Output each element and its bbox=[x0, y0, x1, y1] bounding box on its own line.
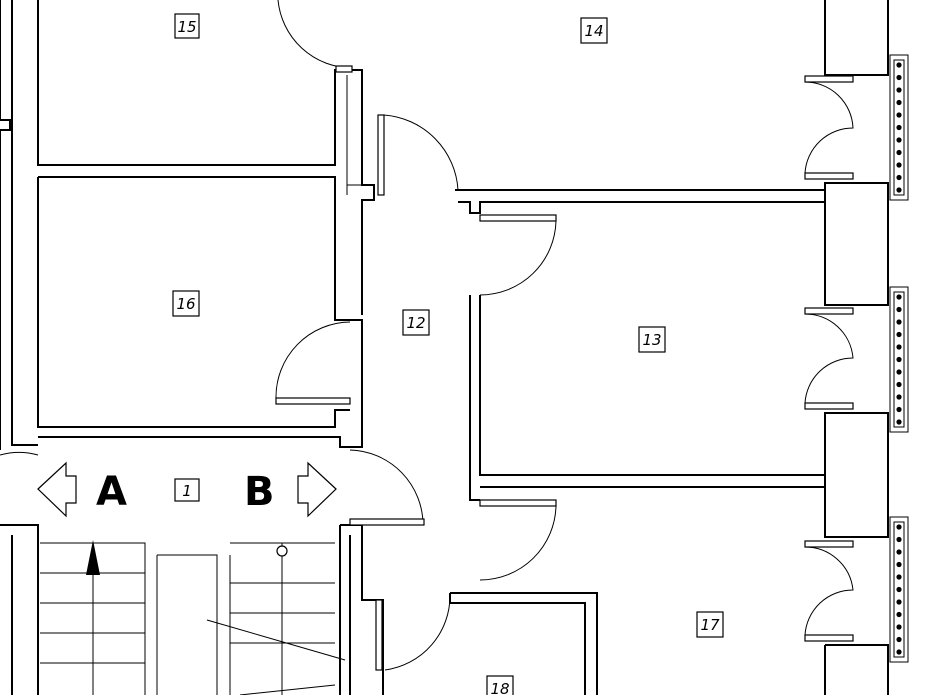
door-1 bbox=[349, 449, 425, 526]
radiator-dot bbox=[896, 574, 902, 580]
room-16-number: 16 bbox=[176, 295, 195, 313]
radiator-dot bbox=[896, 561, 902, 568]
stairwell bbox=[40, 540, 346, 695]
radiator-dot bbox=[896, 524, 902, 530]
radiator-dot bbox=[896, 536, 902, 543]
room-label-13: 13 bbox=[638, 326, 666, 353]
room-16-walls bbox=[37, 177, 363, 448]
balcony-doors-room-13 bbox=[804, 307, 854, 410]
radiator-dot bbox=[896, 356, 902, 363]
radiator-dot bbox=[896, 331, 902, 338]
radiator-1 bbox=[889, 54, 909, 201]
room-18-number: 18 bbox=[490, 680, 509, 695]
radiator-dot bbox=[896, 294, 902, 300]
balcony-doors-room-17 bbox=[804, 540, 854, 642]
door-left-hall bbox=[0, 451, 39, 456]
radiator-dot bbox=[896, 419, 902, 425]
room-13-number: 13 bbox=[642, 331, 661, 349]
radiator-dot bbox=[896, 174, 902, 181]
corridor-west-wall bbox=[346, 69, 375, 400]
door-15 bbox=[277, 0, 353, 73]
room-label-15: 15 bbox=[174, 13, 200, 39]
radiator-dot bbox=[896, 306, 902, 313]
radiator-dot bbox=[896, 149, 902, 156]
radiator-dots bbox=[896, 62, 902, 655]
room-label-12: 12 bbox=[402, 309, 430, 336]
radiator-dot bbox=[896, 187, 902, 193]
radiator-3 bbox=[889, 516, 909, 663]
room-17-18-walls bbox=[339, 524, 598, 695]
room-13-walls bbox=[455, 0, 889, 695]
radiator-dot bbox=[896, 162, 902, 168]
door-17 bbox=[479, 499, 557, 581]
radiator-dot bbox=[896, 394, 902, 400]
room-14-number: 14 bbox=[584, 22, 603, 40]
radiator-dot bbox=[896, 381, 902, 388]
radiator-dot bbox=[896, 62, 902, 68]
radiator-dot bbox=[896, 344, 902, 350]
room-1-number: 1 bbox=[182, 482, 192, 500]
radiator-dot bbox=[896, 99, 902, 106]
room-label-1: 1 bbox=[174, 478, 200, 502]
room-label-16: 16 bbox=[172, 290, 200, 317]
radiator-dot bbox=[896, 624, 902, 630]
room-15-number: 15 bbox=[177, 18, 196, 36]
radiator-dot bbox=[896, 319, 902, 325]
radiator-dot bbox=[896, 649, 902, 655]
radiator-dot bbox=[896, 112, 902, 118]
radiator-dot bbox=[896, 549, 902, 555]
radiator-dot bbox=[896, 74, 902, 81]
radiator-dot bbox=[896, 137, 902, 143]
left-arrow-icon bbox=[37, 461, 77, 518]
room-label-17: 17 bbox=[696, 611, 724, 638]
door-16 bbox=[275, 321, 351, 405]
radiator-dot bbox=[896, 586, 902, 593]
balcony-doors-room-14 bbox=[804, 75, 854, 180]
door-18 bbox=[375, 594, 451, 671]
zone-letter-a: A bbox=[96, 469, 127, 515]
stair-end-marker-icon bbox=[276, 545, 288, 557]
left-exterior-wall bbox=[0, 0, 39, 695]
room-label-14: 14 bbox=[580, 17, 608, 44]
zone-letter-b: B bbox=[244, 469, 275, 515]
stair-arrow-icon bbox=[86, 540, 100, 575]
radiator-2 bbox=[889, 286, 909, 433]
radiator-dot bbox=[896, 87, 902, 93]
door-12-north bbox=[377, 114, 459, 196]
room-12-number: 12 bbox=[406, 314, 425, 332]
radiator-dot bbox=[896, 124, 902, 131]
room-17-number: 17 bbox=[700, 616, 720, 634]
radiator-dot bbox=[896, 406, 902, 413]
radiator-dot bbox=[896, 599, 902, 605]
radiator-dot bbox=[896, 369, 902, 375]
right-arrow-icon bbox=[297, 461, 337, 518]
door-13 bbox=[479, 214, 557, 296]
radiator-dot bbox=[896, 611, 902, 618]
room-label-18: 18 bbox=[486, 675, 514, 695]
room-15-walls bbox=[37, 0, 352, 321]
radiator-dot bbox=[896, 636, 902, 643]
